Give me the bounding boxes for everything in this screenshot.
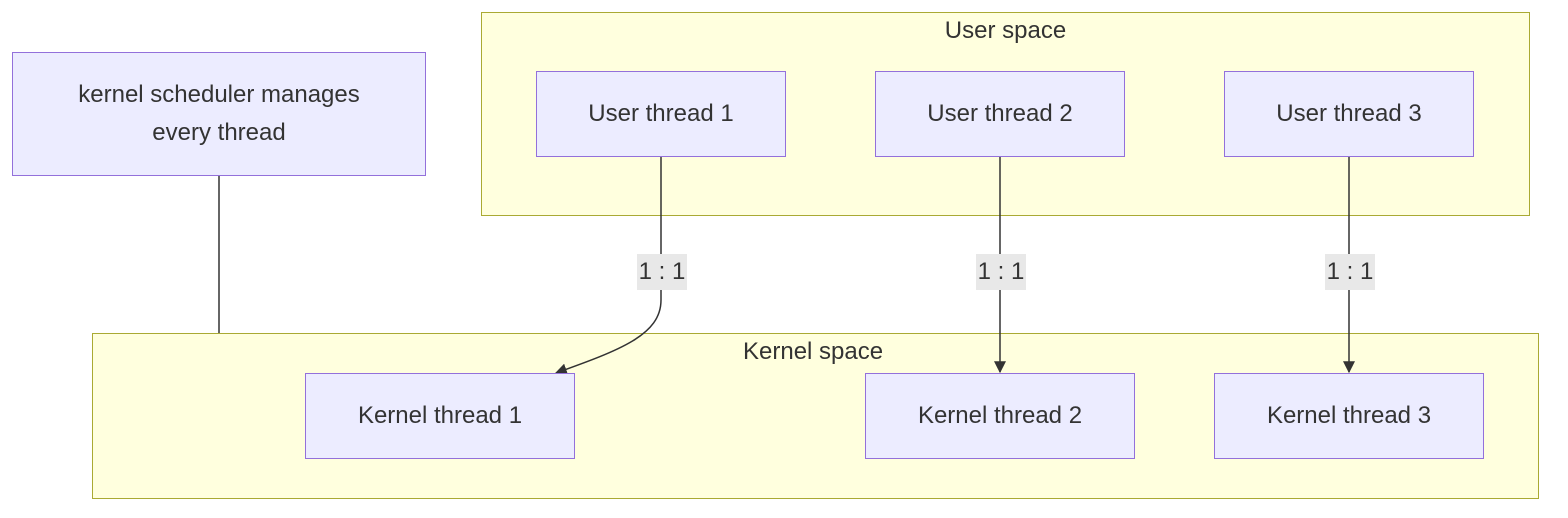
edge-label-1: 1 : 1 <box>637 254 687 290</box>
edge-label-2: 1 : 1 <box>976 254 1026 290</box>
kernel-thread-2-node: Kernel thread 2 <box>865 373 1135 459</box>
user-thread-3-node: User thread 3 <box>1224 71 1474 157</box>
scheduler-note-node: kernel scheduler manages every thread <box>12 52 426 176</box>
kernel-space-title: Kernel space <box>743 338 884 365</box>
user-thread-2-node: User thread 2 <box>875 71 1125 157</box>
user-thread-1-node: User thread 1 <box>536 71 786 157</box>
kernel-thread-3-node: Kernel thread 3 <box>1214 373 1484 459</box>
edge-label-3: 1 : 1 <box>1325 254 1375 290</box>
kernel-thread-1-node: Kernel thread 1 <box>305 373 575 459</box>
user-space-title: User space <box>944 17 1067 44</box>
edge-user-1-to-kernel-1 <box>554 157 662 375</box>
